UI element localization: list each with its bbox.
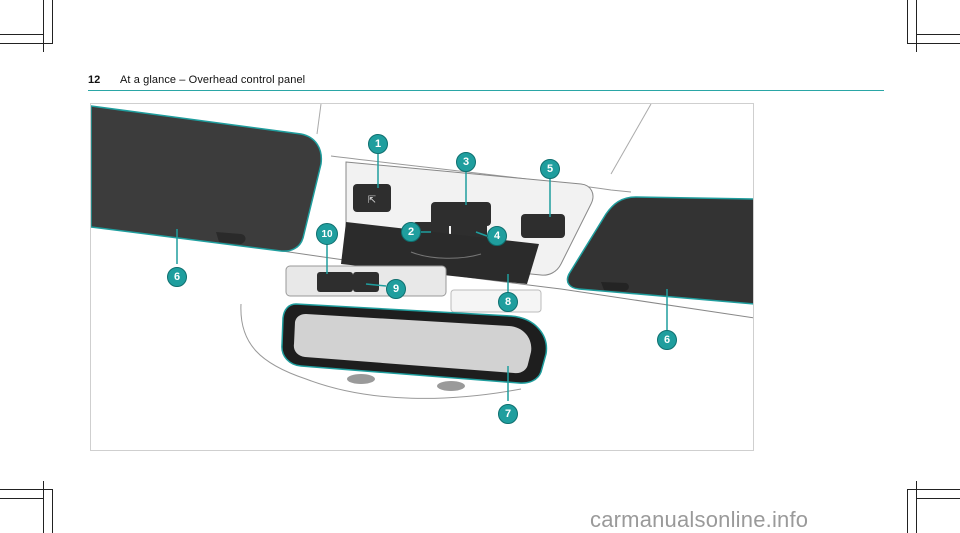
overhead-panel-figure: ⇱ 1: [90, 103, 754, 451]
crop-mark: [0, 498, 44, 499]
callout-label: 6: [173, 271, 181, 283]
callout-4: 4: [487, 226, 507, 246]
callout-2: 2: [401, 222, 421, 242]
callout-label: 5: [546, 163, 554, 175]
callout-label: 4: [493, 230, 501, 242]
callout-10: 10: [316, 223, 338, 245]
callout-6-right: 6: [657, 330, 677, 350]
callout-label: 1: [374, 138, 382, 150]
crop-mark: [43, 481, 44, 533]
callout-label: 8: [504, 296, 512, 308]
crop-mark: [916, 0, 917, 52]
crop-mark: [52, 489, 53, 533]
svg-text:⇱: ⇱: [368, 195, 376, 206]
callout-label: 9: [392, 283, 400, 295]
crop-mark: [907, 489, 908, 533]
callout-3: 3: [456, 152, 476, 172]
callout-label: 2: [407, 226, 415, 238]
crop-mark: [0, 489, 52, 490]
crop-mark: [907, 0, 908, 44]
crop-mark: [0, 43, 52, 44]
overhead-panel-illustration: ⇱: [91, 104, 753, 401]
page-header: 12 At a glance – Overhead control panel: [88, 74, 884, 90]
callout-6-left: 6: [167, 267, 187, 287]
watermark: carmanualsonline.info: [590, 507, 809, 532]
crop-mark: [0, 34, 44, 35]
callout-label: 6: [663, 334, 671, 346]
callout-8: 8: [498, 292, 518, 312]
crop-mark: [908, 489, 960, 490]
callout-label: 7: [504, 408, 512, 420]
crop-mark: [916, 498, 960, 499]
callout-9: 9: [386, 279, 406, 299]
crop-mark: [52, 0, 53, 44]
callout-label: 10: [321, 228, 333, 240]
callout-1: 1: [368, 134, 388, 154]
crop-mark: [916, 34, 960, 35]
crop-mark: [916, 481, 917, 533]
callout-7: 7: [498, 404, 518, 424]
callout-5: 5: [540, 159, 560, 179]
crop-mark: [43, 0, 44, 52]
section-title: At a glance – Overhead control panel: [120, 74, 306, 86]
crop-mark: [908, 43, 960, 44]
page-number: 12: [88, 74, 101, 86]
callout-label: 3: [462, 156, 470, 168]
header-rule: [88, 90, 884, 91]
